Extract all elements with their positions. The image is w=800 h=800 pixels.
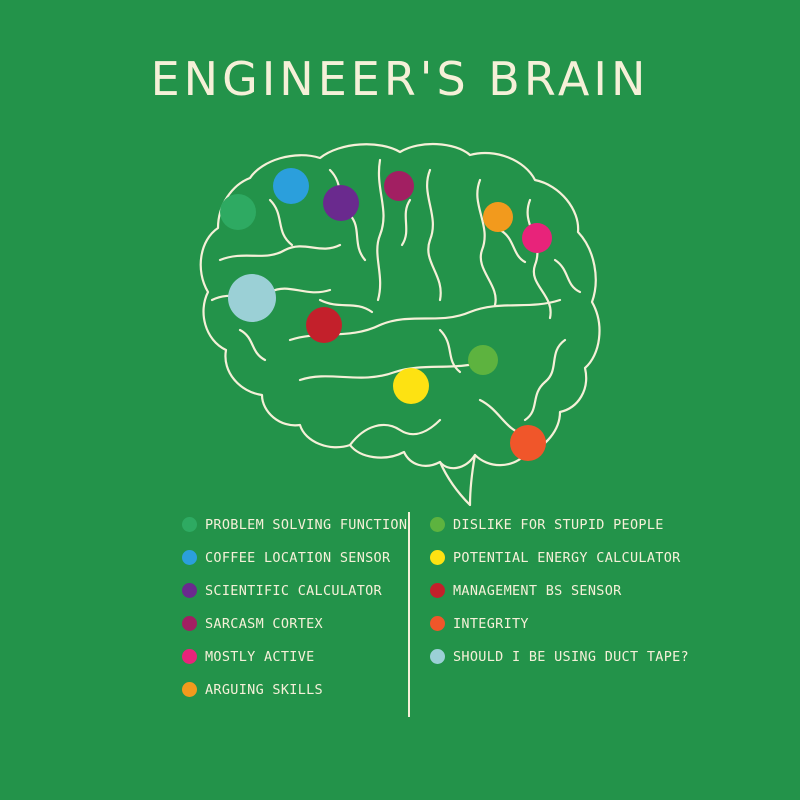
legend-item: ARGUING SKILLS <box>182 673 407 706</box>
region-dot-management-bs <box>306 307 342 343</box>
brain-sulcus <box>348 418 442 447</box>
legend-dot <box>182 649 197 664</box>
legend-item: MOSTLY ACTIVE <box>182 640 407 673</box>
brain-sulcus <box>268 198 294 247</box>
region-dot-potential-energy <box>393 368 429 404</box>
region-dot-sarcasm-cortex <box>384 171 414 201</box>
page-title: ENGINEER'S BRAIN <box>150 52 650 106</box>
legend-dot <box>430 583 445 598</box>
brain-sulcus <box>238 328 267 362</box>
legend-item: MANAGEMENT BS SENSOR <box>430 574 689 607</box>
region-dot-problem-solving <box>220 194 256 230</box>
legend-label: INTEGRITY <box>453 615 529 632</box>
brain-sulcus <box>476 178 497 307</box>
brain-sulcus <box>498 228 527 264</box>
legend-label: MANAGEMENT BS SENSOR <box>453 582 622 599</box>
legend-dot <box>182 682 197 697</box>
legend-item: COFFEE LOCATION SENSOR <box>182 541 407 574</box>
brain-sulcus <box>438 328 462 374</box>
brain-sulcus <box>526 198 552 320</box>
brain-sulcus <box>553 258 582 294</box>
legend-dot <box>430 550 445 565</box>
brain-sulcus <box>400 198 412 247</box>
legend-item: PROBLEM SOLVING FUNCTION <box>182 508 407 541</box>
legend-label: ARGUING SKILLS <box>205 681 323 698</box>
brain-sulcus <box>298 358 492 382</box>
brain-sulcus <box>218 243 342 262</box>
region-dot-arguing-skills <box>483 202 513 232</box>
legend-item: POTENTIAL ENERGY CALCULATOR <box>430 541 689 574</box>
legend-dot <box>430 517 445 532</box>
legend-right: DISLIKE FOR STUPID PEOPLE POTENTIAL ENER… <box>430 508 689 673</box>
legend-item: SARCASM CORTEX <box>182 607 407 640</box>
region-dot-dislike-stupid <box>468 345 498 375</box>
legend-item: INTEGRITY <box>430 607 689 640</box>
brain-sulcus <box>376 158 385 302</box>
legend-divider <box>408 512 410 717</box>
brain-sulcus <box>426 168 442 302</box>
legend-dot <box>430 616 445 631</box>
legend-dot <box>182 517 197 532</box>
legend-label: SHOULD I BE USING DUCT TAPE? <box>453 648 689 665</box>
legend-item: DISLIKE FOR STUPID PEOPLE <box>430 508 689 541</box>
legend-item: SCIENTIFIC CALCULATOR <box>182 574 407 607</box>
legend-dot <box>182 550 197 565</box>
region-dot-integrity <box>510 425 546 461</box>
brain-sulcus <box>318 298 374 314</box>
legend-label: COFFEE LOCATION SENSOR <box>205 549 391 566</box>
legend-dot <box>430 649 445 664</box>
legend-item: SHOULD I BE USING DUCT TAPE? <box>430 640 689 673</box>
region-dot-duct-tape <box>228 274 276 322</box>
legend-dot <box>182 583 197 598</box>
legend-dot <box>182 616 197 631</box>
region-dot-scientific-calculator <box>323 185 359 221</box>
legend-label: POTENTIAL ENERGY CALCULATOR <box>453 549 681 566</box>
brain-stem <box>438 453 477 507</box>
legend-label: PROBLEM SOLVING FUNCTION <box>205 516 408 533</box>
brain-outline <box>199 142 601 470</box>
legend-label: SARCASM CORTEX <box>205 615 323 632</box>
legend-label: SCIENTIFIC CALCULATOR <box>205 582 382 599</box>
region-dot-mostly-active <box>522 223 552 253</box>
brain-sulcus <box>523 338 567 422</box>
region-dot-coffee-sensor <box>273 168 309 204</box>
legend-left: PROBLEM SOLVING FUNCTION COFFEE LOCATION… <box>182 508 407 706</box>
legend-label: MOSTLY ACTIVE <box>205 648 315 665</box>
legend-label: DISLIKE FOR STUPID PEOPLE <box>453 516 664 533</box>
